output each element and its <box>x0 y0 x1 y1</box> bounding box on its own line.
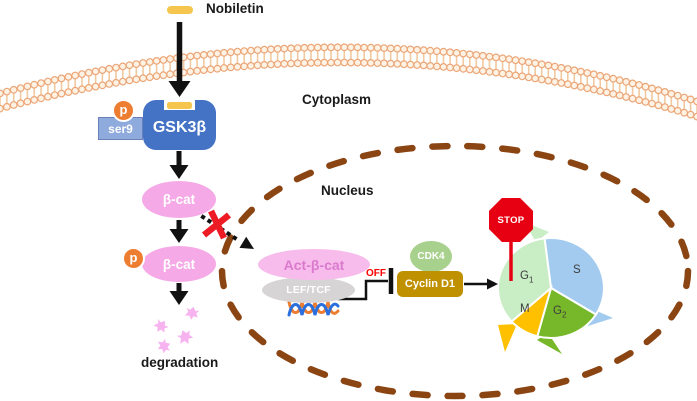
phase-s-label: S <box>573 264 581 276</box>
degradation-label: degradation <box>141 355 219 370</box>
cdk4-node: CDK4 <box>410 241 452 272</box>
bound-nobiletin-icon <box>167 101 192 109</box>
stop-sign: STOP <box>489 198 533 242</box>
cell-membrane <box>0 43 697 121</box>
phospho-icon-ser9: p <box>112 99 135 122</box>
arrow-gsk3b-to-bcat <box>169 151 189 179</box>
act-bcat-node: Act-β-cat <box>258 249 370 280</box>
degradation-fragments <box>151 305 201 355</box>
dna-helix-icon <box>287 300 340 317</box>
arrow-bcat-to-degradation <box>169 283 189 305</box>
inhibition-cross-icon <box>201 209 232 240</box>
phase-g1-label: G1 <box>520 270 534 285</box>
nucleus-boundary <box>218 142 692 400</box>
arrow-cyclin-to-cycle <box>464 278 498 290</box>
arrow-nobiletin-to-gsk3b <box>168 22 191 97</box>
cell-cycle-pie <box>496 237 605 339</box>
nobiletin-label: Nobiletin <box>206 1 264 16</box>
inhibition-connector <box>338 268 394 301</box>
phase-g2-wedge <box>536 286 598 339</box>
nobiletin-molecule-icon <box>167 6 193 14</box>
gsk3b-label: GSK3β <box>152 119 207 136</box>
phase-m-label: M <box>520 303 530 315</box>
off-label: OFF <box>366 268 386 279</box>
phase-s-wedge <box>543 237 605 316</box>
ser9-label: ser9 <box>108 121 133 136</box>
phospho-icon-bcat: p <box>122 247 145 270</box>
arrow-bcat-to-phospho-bcat <box>169 220 189 243</box>
cascade-arrows <box>168 22 191 305</box>
cyclin-d1-node: Cyclin D1 <box>397 271 463 297</box>
lef-tcf-node: LEF/TCF <box>262 277 355 303</box>
nucleus-label: Nucleus <box>321 183 374 198</box>
phase-g2-label: G2 <box>553 305 567 320</box>
cytoplasm-label: Cytoplasm <box>302 92 372 107</box>
bcat-upper-node: β-cat <box>142 181 216 218</box>
bcat-lower-node: β-cat <box>142 246 216 282</box>
